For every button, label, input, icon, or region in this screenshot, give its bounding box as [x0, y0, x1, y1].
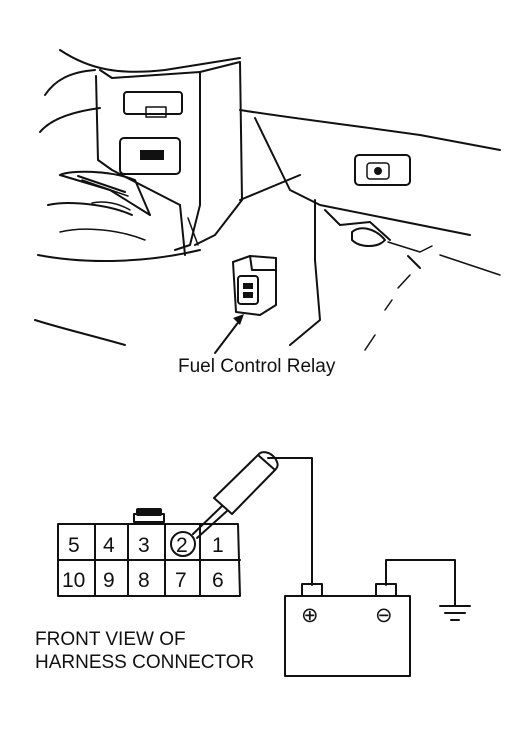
test-probe-icon — [192, 451, 279, 539]
harness-connector: 5 4 3 2 1 10 9 8 7 6 — [57, 508, 241, 597]
ground-icon — [439, 605, 471, 621]
pin-8-label: 8 — [138, 569, 150, 592]
pin-1-label: 1 — [212, 534, 224, 557]
pin-5-label: 5 — [68, 534, 80, 557]
pin-3-label: 3 — [138, 534, 150, 557]
jumper-wires — [267, 457, 456, 606]
battery-icon: ⊕ ⊖ — [284, 583, 411, 677]
connector-caption-line-1: FRONT VIEW OF — [35, 629, 186, 650]
pin-6-label: 6 — [212, 569, 224, 592]
vehicle-interior-illustration — [34, 49, 501, 354]
battery-positive-symbol: ⊕ — [301, 604, 319, 627]
pin-2-label: 2 — [176, 534, 188, 557]
pin-9-label: 9 — [103, 569, 115, 592]
connector-caption-line-2: HARNESS CONNECTOR — [35, 652, 254, 673]
battery-negative-symbol: ⊖ — [375, 604, 393, 627]
fuel-control-relay-icon — [232, 255, 277, 316]
pin-10-label: 10 — [62, 569, 85, 592]
fuel-control-relay-label: Fuel Control Relay — [178, 356, 336, 377]
probed-pin-circle — [170, 531, 196, 557]
relay-leader-arrow — [214, 314, 244, 354]
pin-7-label: 7 — [175, 569, 187, 592]
pin-4-label: 4 — [103, 534, 115, 557]
